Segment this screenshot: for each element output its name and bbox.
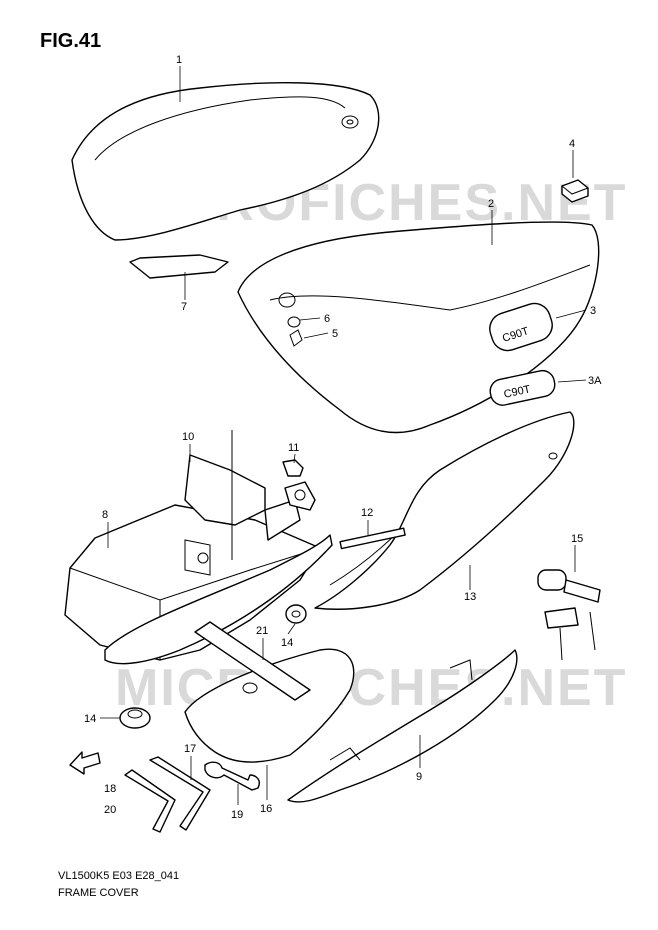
emblem-text-3a: C90T xyxy=(503,383,532,400)
part-17-hex-wrench xyxy=(149,756,211,831)
part-12-strip xyxy=(339,527,406,550)
part-3-emblem: C90T xyxy=(489,302,553,352)
part-4-cushion xyxy=(561,179,589,203)
part-1-tank-cover xyxy=(71,81,380,279)
part-21-tool-bag xyxy=(184,621,355,763)
part-8-tray xyxy=(64,504,333,665)
callout-3a: 3A xyxy=(588,375,602,387)
part-3a-emblem: C90T xyxy=(489,369,556,406)
part-18-hex-wrench xyxy=(124,769,176,833)
callout-6: 6 xyxy=(324,313,330,325)
callout-18: 18 xyxy=(104,783,116,795)
callout-16: 16 xyxy=(260,803,272,815)
part-14-grommet-upper xyxy=(285,604,307,624)
callout-numbers: 1 2 3 3A 4 5 6 7 8 9 10 11 12 13 14 14 1… xyxy=(84,54,602,821)
footer-code: VL1500K5 E03 E28_041 xyxy=(58,870,180,882)
footer-title: FRAME COVER xyxy=(58,887,139,899)
leader-lines xyxy=(100,66,587,805)
callout-2: 2 xyxy=(488,198,494,210)
callout-5: 5 xyxy=(332,328,338,340)
callout-19: 19 xyxy=(231,809,243,821)
forward-arrow-icon xyxy=(69,751,101,775)
part-11-bolt xyxy=(282,459,316,511)
callout-1: 1 xyxy=(176,54,182,66)
callout-17: 17 xyxy=(184,743,196,755)
callout-4: 4 xyxy=(569,138,575,150)
callout-21: 21 xyxy=(256,625,268,637)
part-10-bracket xyxy=(184,430,301,576)
callout-11: 11 xyxy=(288,442,299,454)
callout-10: 10 xyxy=(182,431,194,443)
part-9-lower-cover xyxy=(287,649,518,803)
callout-9: 9 xyxy=(416,771,422,783)
callout-15: 15 xyxy=(571,533,583,545)
callout-8: 8 xyxy=(102,509,108,521)
footer: VL1500K5 E03 E28_041 FRAME COVER xyxy=(58,868,179,902)
part-13-frame-cover xyxy=(314,411,575,610)
callout-14-lower: 14 xyxy=(84,713,96,725)
figure-title: FIG.41 xyxy=(40,30,102,52)
callout-13: 13 xyxy=(464,591,476,603)
part-19-spanner xyxy=(204,761,260,791)
callout-12: 12 xyxy=(361,507,373,519)
callout-3: 3 xyxy=(590,305,596,317)
callout-14-upper: 14 xyxy=(281,637,293,649)
part-14-grommet-lower xyxy=(119,707,151,729)
callout-20: 20 xyxy=(104,804,116,816)
callout-7: 7 xyxy=(181,301,187,313)
part-15-key-lock xyxy=(537,569,601,661)
